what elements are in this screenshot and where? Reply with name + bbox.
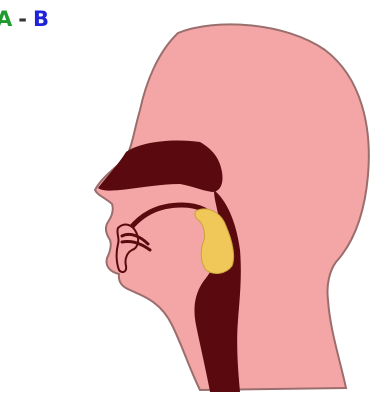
nasal-cavity (98, 140, 223, 192)
